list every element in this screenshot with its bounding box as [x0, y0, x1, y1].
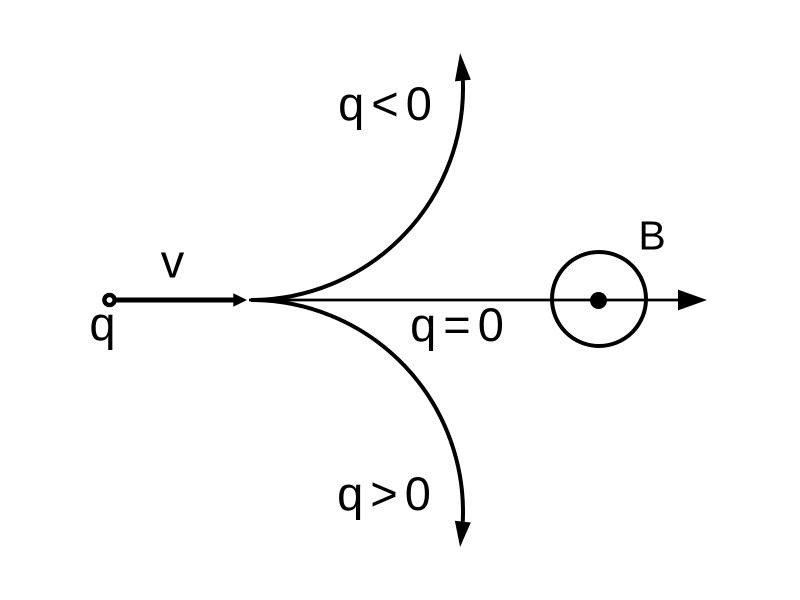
negative-charge-trajectory: [250, 80, 465, 302]
negative-charge-arrowhead-icon: [454, 53, 471, 82]
positive-charge-trajectory: [250, 298, 465, 522]
negative-charge-label: q < 0: [338, 77, 432, 130]
zero-charge-label: q = 0: [410, 298, 504, 351]
magnetic-field-label: B: [638, 213, 665, 259]
field-region-circle: [550, 250, 648, 348]
particle-charge-label: q: [89, 297, 115, 350]
zero-charge-arrowhead-icon: [678, 289, 707, 311]
velocity-arrowhead-icon: [233, 293, 247, 307]
positive-charge-label: q > 0: [337, 467, 431, 520]
velocity-label: v: [161, 235, 185, 288]
field-out-of-page-dot-icon: [590, 292, 607, 309]
positive-charge-arrowhead-icon: [454, 520, 471, 547]
